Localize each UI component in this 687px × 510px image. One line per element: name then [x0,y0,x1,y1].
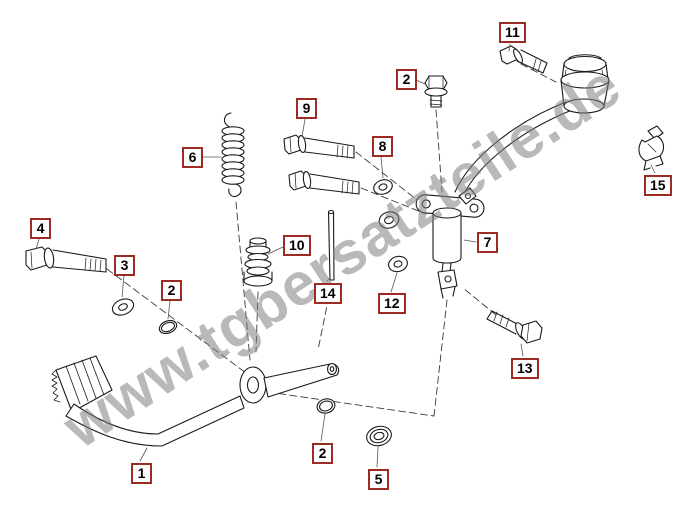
callout-4: 4 [30,218,51,239]
part-clevis-bolt [486,310,543,344]
part-washer-12 [388,255,408,273]
part-brake-pedal [51,355,340,447]
callout-2-bottom: 2 [312,443,333,464]
callout-3: 3 [114,255,135,276]
callout-10: 10 [283,235,311,256]
part-return-spring [221,112,245,198]
callout-8: 8 [372,136,393,157]
callout-12: 12 [378,293,406,314]
part-rubber-boot [243,237,273,287]
callout-13: 13 [511,358,539,379]
callout-9: 9 [296,98,317,119]
callout-11: 11 [499,22,526,43]
callout-7: 7 [477,232,498,253]
part-o-ring-mid [158,319,178,335]
callout-6: 6 [182,147,203,168]
part-dust-seal [366,425,392,447]
part-flange-bolt [424,75,448,108]
part-hose-clamp [638,125,665,171]
callout-1: 1 [131,463,152,484]
part-pin [327,209,335,281]
part-sealing-washers [373,179,400,229]
part-mounting-bolts [283,134,360,195]
part-o-ring-bottom [316,398,336,414]
part-reservoir-bolt [499,45,548,74]
part-master-cylinder [415,54,610,299]
callout-5: 5 [368,469,389,490]
part-washer-3 [111,298,135,316]
callout-2-top: 2 [396,69,417,90]
callout-2-mid: 2 [161,280,182,301]
callout-15: 15 [644,175,672,196]
part-pivot-bolt [25,246,107,273]
callout-14: 14 [314,283,342,304]
leader-lines [35,43,656,468]
